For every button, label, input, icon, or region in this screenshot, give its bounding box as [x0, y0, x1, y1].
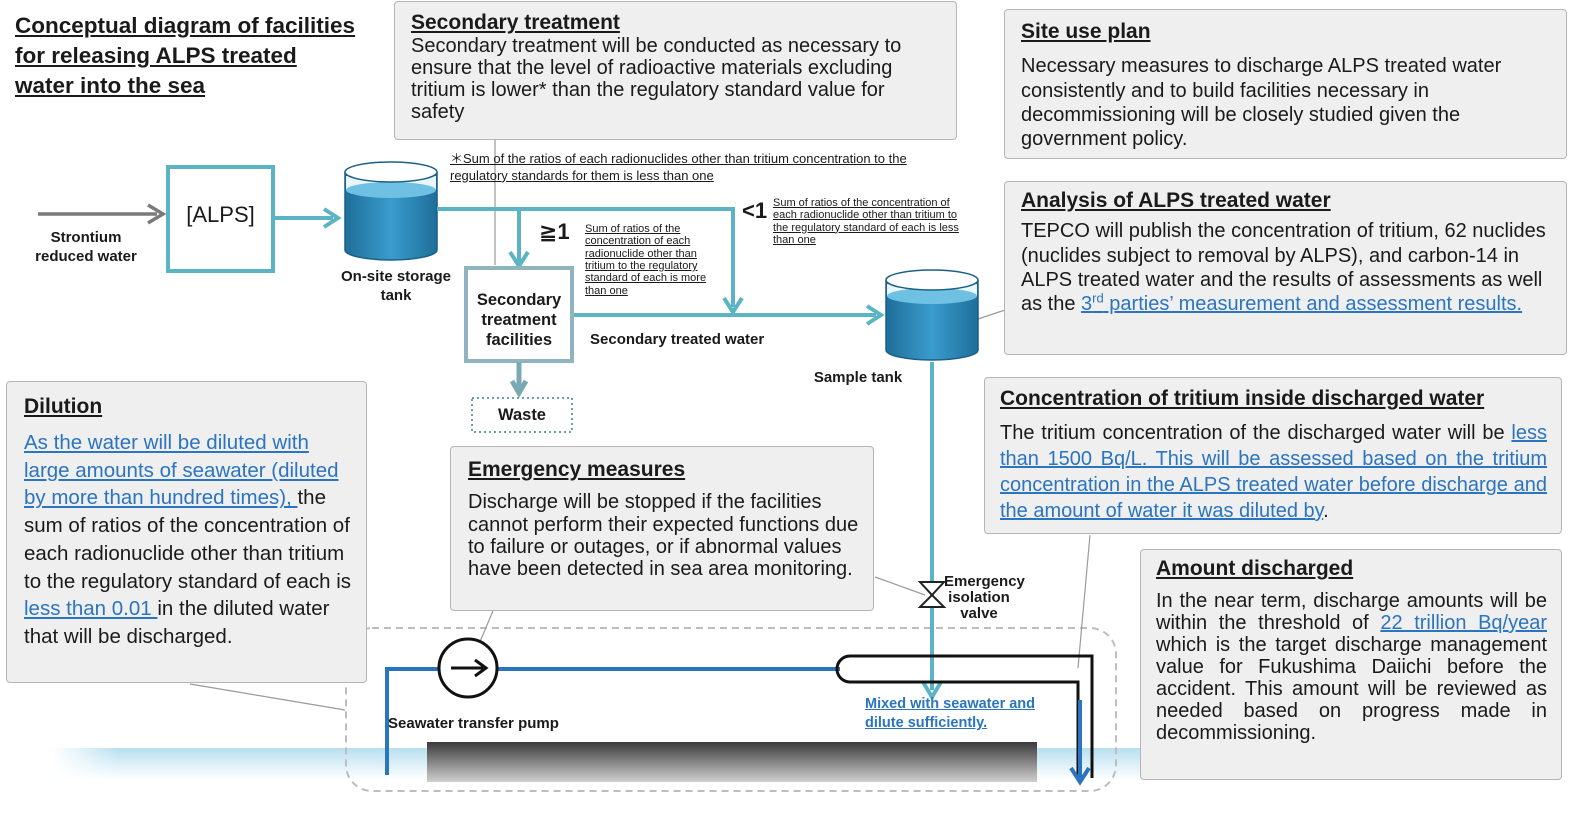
tritium-link[interactable]: less than 1500 Bq/L. This will be assess… — [1000, 422, 1547, 523]
emergency-measures-box: Emergency measures Discharge will be sto… — [450, 446, 874, 611]
waste-label: Waste — [498, 406, 546, 424]
amount-link[interactable]: 22 trillion Bq/year — [1380, 612, 1547, 635]
tritium-text: The tritium concentration of the dischar… — [1000, 420, 1547, 524]
tritium-body-1: The tritium concentration of the dischar… — [1000, 422, 1512, 445]
dilution-title: Dilution — [24, 395, 103, 418]
tritium-box: Concentration of tritium inside discharg… — [984, 377, 1562, 534]
site-use-plan-text: Necessary measures to discharge ALPS tre… — [1021, 55, 1502, 151]
ratio-ge-one-symbol: ≧1 — [539, 219, 570, 244]
sample-tank — [885, 269, 979, 361]
third-party-link-text: parties’ measurement and assessment resu… — [1103, 293, 1523, 316]
tritium-body-2: . — [1323, 500, 1329, 523]
emergency-isolation-valve-label: Emergency isolation valve — [944, 573, 1025, 623]
ratio-ge-one-note: Sum of ratios of the concentration of ea… — [585, 223, 707, 297]
dilution-link-less-than[interactable]: less than 0.01 — [24, 597, 158, 621]
pipe-to-waste-head — [509, 379, 529, 398]
site-use-plan-title: Site use plan — [1021, 20, 1151, 43]
secondary-box — [464, 266, 574, 363]
storage-tank — [344, 161, 438, 261]
third-party-results-link[interactable]: 3rd parties’ measurement and assessment … — [1081, 290, 1523, 316]
dilution-box: Dilution As the water will be diluted wi… — [6, 381, 367, 683]
waste-box — [471, 397, 573, 433]
amount-discharged-box: Amount discharged In the near term, disc… — [1140, 549, 1562, 780]
ratio-lt-one-note: Sum of ratios of the concentration of ea… — [773, 197, 959, 246]
emergency-isolation-valve — [917, 581, 947, 608]
page-title: Conceptual diagram of facilities for rel… — [15, 11, 355, 101]
dilution-body-1: the sum of ratios of the concentration o… — [24, 486, 352, 593]
pipe-alps-to-tank-head — [322, 207, 342, 229]
alps-label: [ALPS] — [186, 202, 255, 227]
tritium-title: Concentration of tritium inside discharg… — [1000, 387, 1485, 410]
ground — [427, 742, 1037, 782]
secondary-treatment-title: Secondary treatment — [411, 11, 620, 34]
secondary-treated-water-label: Secondary treated water — [590, 331, 765, 348]
seawater-transfer-pump-label: Seawater transfer pump — [388, 715, 559, 732]
page-title-line: for releasing ALPS treated — [15, 42, 297, 68]
amount-body-2: which is the target discharge management… — [1156, 634, 1547, 745]
site-use-plan-box: Site use plan Necessary measures to disc… — [1004, 9, 1567, 159]
strontium-label: Strontium reduced water — [35, 229, 137, 265]
discharge-arrow-head — [1069, 766, 1091, 786]
secondary-treatment-box: Secondary treatment Secondary treatment … — [394, 1, 957, 140]
footnote-ratio: ＊Sum of the ratios of each radionuclides… — [450, 151, 907, 183]
emergency-measures-text: Discharge will be stopped if the facilit… — [468, 491, 859, 581]
secondary-treatment-text: Secondary treatment will be conducted as… — [411, 35, 902, 124]
mixing-header — [835, 654, 1094, 778]
page-title-line: water into the sea — [15, 72, 206, 98]
pipe-lt1-arrow-head — [722, 296, 744, 316]
alps-box — [166, 165, 275, 273]
emergency-measures-title: Emergency measures — [468, 458, 686, 481]
seawater-transfer-pump — [437, 637, 499, 699]
mixed-with-seawater-label: Mixed with seawater and dilute sufficien… — [865, 696, 1036, 731]
dilution-link-seawater[interactable]: As the water will be diluted with large … — [24, 431, 339, 510]
third-party-number: 3 — [1081, 293, 1093, 316]
sample-tank-label: Sample tank — [813, 369, 903, 386]
strontium-arrow-head — [147, 203, 167, 225]
seawater-pipe — [385, 667, 440, 775]
analysis-box: Analysis of ALPS treated water TEPCO wil… — [1004, 181, 1567, 355]
amount-discharged-text: In the near term, discharge amounts will… — [1156, 590, 1547, 744]
third-party-superscript: rd — [1092, 290, 1104, 306]
dilution-text: As the water will be diluted with large … — [24, 429, 356, 650]
pipe-tank-out — [437, 207, 735, 307]
analysis-title: Analysis of ALPS treated water — [1021, 189, 1331, 212]
pipe-secondary-to-sample-head — [865, 304, 885, 326]
storage-tank-label: On-site storage tank — [340, 268, 452, 304]
ratio-lt-one-symbol: <1 — [742, 198, 768, 223]
amount-body-1: In the near term, discharge amounts will… — [1156, 590, 1547, 635]
secondary-facility-label: Secondary treatment facilities — [476, 291, 562, 350]
dilution-body-2: in the diluted water that will be discha… — [24, 597, 330, 648]
analysis-text: TEPCO will publish the concentration of … — [1021, 219, 1552, 317]
pipe-sample-down-head — [921, 680, 943, 701]
page-title-line: Conceptual diagram of facilities — [15, 13, 356, 38]
amount-discharged-title: Amount discharged — [1156, 557, 1354, 580]
analysis-body: TEPCO will publish the concentration of … — [1021, 220, 1546, 316]
